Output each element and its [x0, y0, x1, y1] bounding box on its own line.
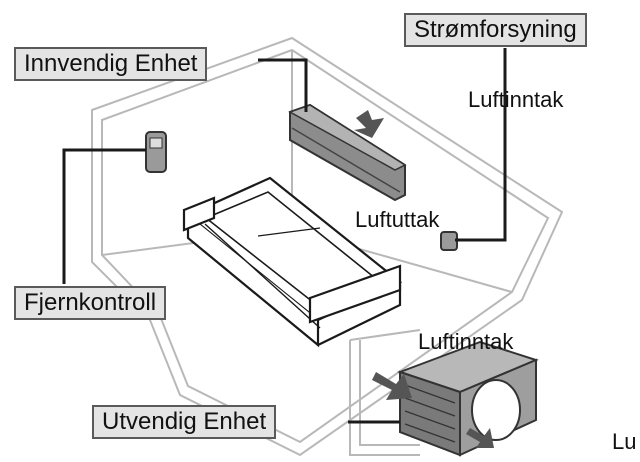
leader-lines: [62, 48, 507, 424]
airflow-arrow-icon: [354, 110, 384, 138]
air-outlet-label: Luftuttak: [355, 207, 440, 232]
sofa-icon: [182, 176, 403, 348]
remote-control-label: Fjernkontroll: [14, 286, 167, 320]
power-outlet-icon: [440, 231, 458, 251]
air-inlet-top-label: Luftinntak: [468, 87, 564, 112]
truncated-edge-label: Lu: [612, 429, 637, 454]
indoor-unit-icon: [288, 103, 407, 202]
remote-control-icon: [145, 131, 167, 173]
outdoor-unit-label: Utvendig Enhet: [92, 405, 277, 439]
air-inlet-outdoor-label: Luftinntak: [418, 329, 514, 354]
indoor-unit-label: Innvendig Enhet: [14, 47, 208, 81]
outdoor-unit-icon: [397, 340, 539, 457]
power-supply-label: Strømforsyning: [404, 13, 587, 47]
room-walls: [91, 36, 564, 457]
outdoor-airflow-arrows-icon: [372, 372, 494, 448]
